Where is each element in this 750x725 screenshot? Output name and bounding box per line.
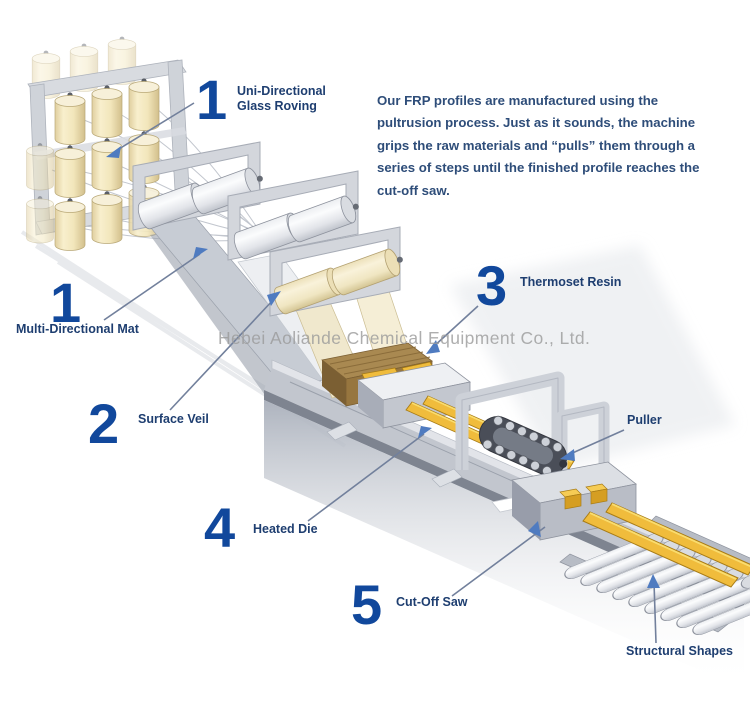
backdrop-shade — [450, 245, 735, 470]
structural-shapes-label: Structural Shapes — [626, 644, 733, 658]
step-veil-number: 2 — [88, 392, 119, 455]
step-resin-number: 3 — [476, 254, 507, 317]
step-mat-number: 1 — [50, 271, 81, 334]
step-roving-label-line2: Glass Roving — [237, 99, 317, 113]
leader-roving-arrow-icon — [106, 146, 121, 158]
intro-paragraph: Our FRP profiles are manufactured using … — [377, 93, 700, 198]
leader-die-arrow-icon — [418, 426, 432, 438]
watermark-text: Hebei Aoliande Chemical Equipment Co., L… — [218, 328, 591, 348]
step-saw-number: 5 — [351, 573, 382, 636]
leader-resin — [431, 305, 479, 349]
leader-veil — [169, 298, 275, 411]
mat-roll-station-2 — [227, 170, 364, 262]
step-mat-label: Multi-Directional Mat — [16, 322, 139, 336]
step-die-number: 4 — [204, 496, 235, 559]
creel-rack — [25, 35, 191, 252]
puller-label: Puller — [627, 413, 662, 427]
leader-puller-arrow-icon — [560, 449, 575, 461]
step-roving-label: Uni-Directional Glass Roving — [237, 84, 326, 114]
cut-off-saw — [491, 461, 637, 541]
step-roving-number: 1 — [196, 68, 227, 131]
leader-saw-arrow-icon — [528, 521, 541, 537]
leader-shapes-arrow-icon — [647, 574, 660, 588]
step-roving-label-line1: Uni-Directional — [237, 84, 326, 98]
step-die-label: Heated Die — [253, 522, 318, 536]
leader-die — [307, 433, 425, 522]
leader-saw — [451, 526, 546, 597]
step-resin-label: Thermoset Resin — [520, 275, 622, 289]
saw-blocks — [559, 483, 608, 510]
leader-resin-arrow-icon — [426, 340, 440, 354]
step-veil-label: Surface Veil — [138, 412, 209, 426]
leader-puller — [567, 429, 625, 456]
leader-shapes — [653, 581, 657, 644]
leader-roving — [113, 102, 195, 153]
structural-shapes-profiles — [582, 502, 750, 588]
step-saw-label: Cut-Off Saw — [396, 595, 468, 609]
leader-mat-arrow-icon — [193, 247, 208, 259]
leader-lines — [103, 102, 660, 644]
leader-mat — [103, 253, 201, 321]
leader-veil-arrow-icon — [267, 291, 281, 306]
